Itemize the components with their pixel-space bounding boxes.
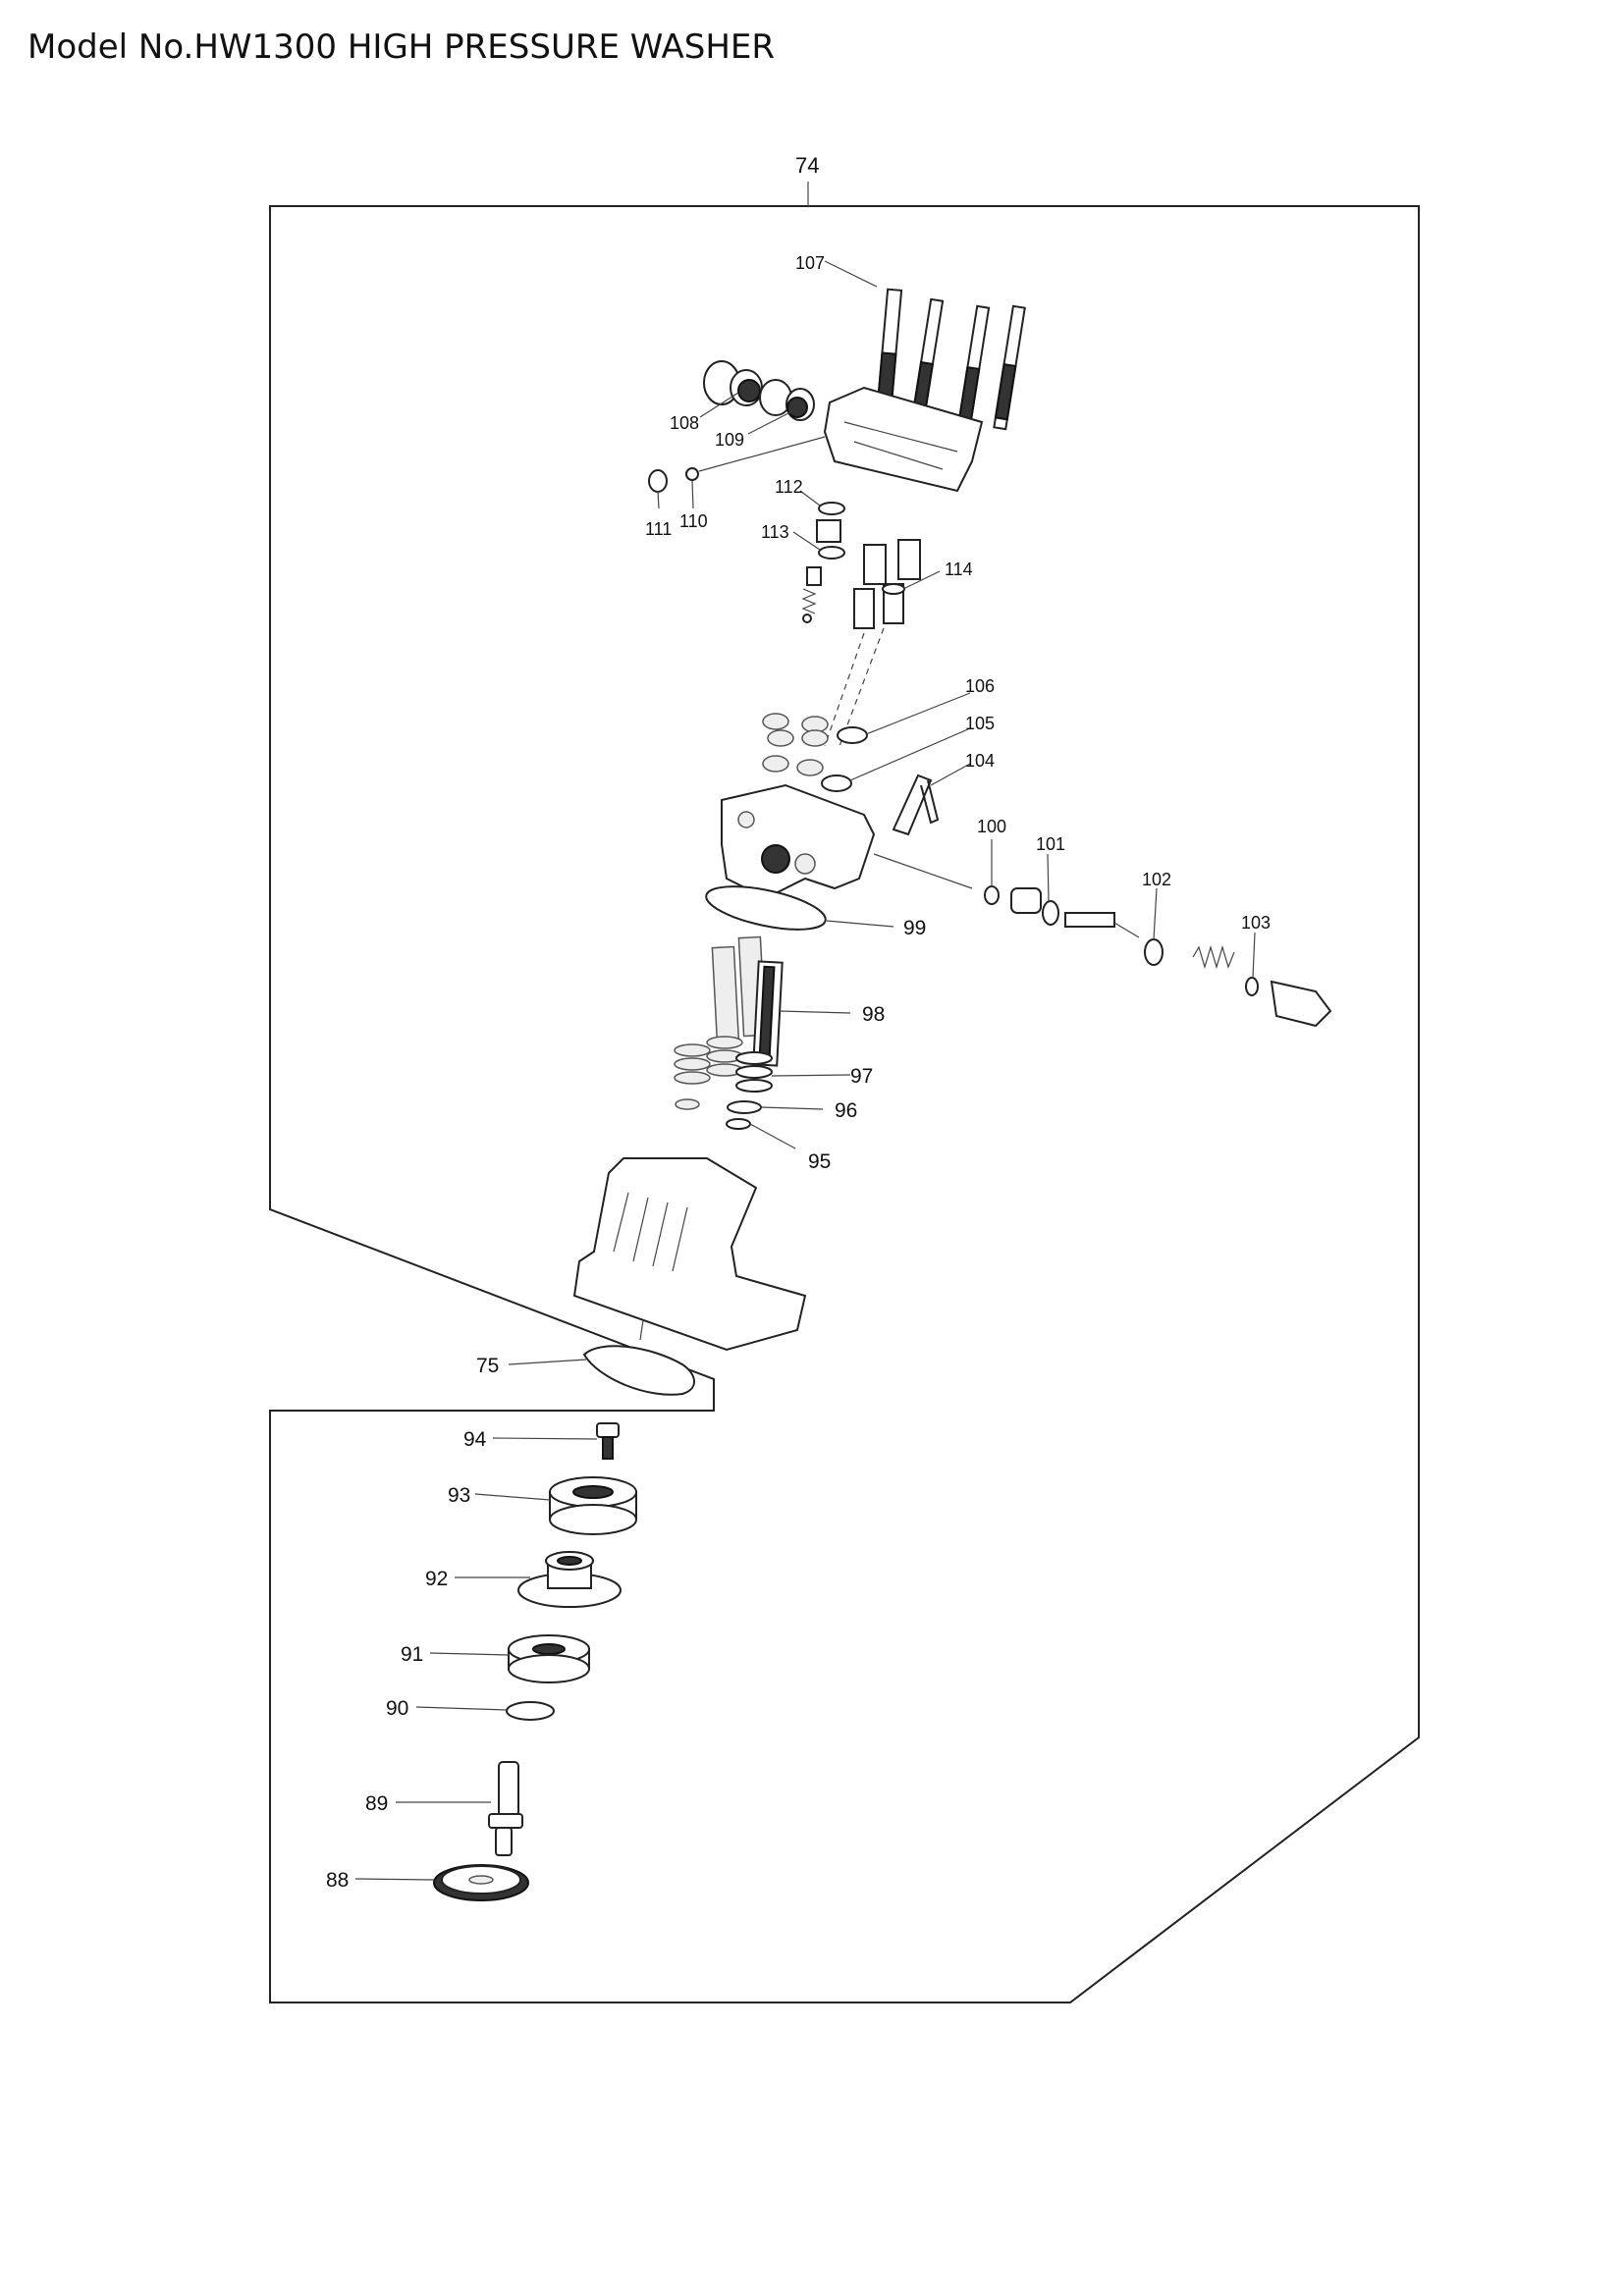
label-107: 107 xyxy=(795,253,825,273)
assembly-74-outline xyxy=(269,205,1420,2003)
seals-105-106 xyxy=(762,713,868,792)
label-103: 103 xyxy=(1241,913,1271,933)
gear-88 xyxy=(433,1864,529,1901)
label-91: 91 xyxy=(401,1643,423,1666)
crankcase xyxy=(572,1157,807,1352)
fittings-108-109 xyxy=(703,360,815,421)
label-95: 95 xyxy=(808,1150,831,1173)
label-104: 104 xyxy=(965,751,995,771)
label-101: 101 xyxy=(1036,834,1065,854)
label-102: 102 xyxy=(1142,870,1171,889)
label-88: 88 xyxy=(326,1869,349,1892)
pump-assembly xyxy=(572,288,1332,1396)
label-111: 111 xyxy=(645,519,672,539)
label-110: 110 xyxy=(679,511,708,531)
part-111 xyxy=(648,469,668,493)
leader-lines xyxy=(354,260,1256,1881)
label-89: 89 xyxy=(365,1792,388,1815)
gasket-75 xyxy=(582,1345,695,1396)
springs-95-97 xyxy=(674,1036,773,1130)
washer-90 xyxy=(506,1701,555,1721)
page-title: Model No.HW1300 HIGH PRESSURE WASHER xyxy=(27,27,776,67)
label-114: 114 xyxy=(945,560,973,579)
label-90: 90 xyxy=(386,1697,408,1720)
label-75: 75 xyxy=(476,1355,499,1377)
valves-114 xyxy=(824,539,921,747)
label-113: 113 xyxy=(761,522,789,542)
label-93: 93 xyxy=(448,1484,470,1507)
label-94: 94 xyxy=(463,1428,487,1451)
label-112: 112 xyxy=(775,477,803,497)
label-97: 97 xyxy=(850,1065,873,1088)
lever-104 xyxy=(892,774,940,836)
bearing-91 xyxy=(508,1634,590,1683)
valve-head-block xyxy=(823,386,984,493)
label-100: 100 xyxy=(977,817,1006,836)
shaft-89 xyxy=(488,1761,523,1856)
label-98: 98 xyxy=(862,1003,885,1026)
label-108: 108 xyxy=(670,413,699,433)
label-106: 106 xyxy=(965,676,995,696)
label-105: 105 xyxy=(965,714,995,733)
drive-assembly xyxy=(433,1422,637,1901)
bearing-93 xyxy=(549,1476,637,1535)
label-96: 96 xyxy=(835,1099,857,1122)
label-109: 109 xyxy=(715,430,744,450)
part-110 xyxy=(685,467,699,481)
unloader-100-103 xyxy=(873,853,1332,1028)
label-74: 74 xyxy=(795,153,819,178)
label-92: 92 xyxy=(425,1568,448,1590)
part-labels: 74 107 108 109 110 111 112 113 114 106 1… xyxy=(326,153,1271,1892)
flange-92 xyxy=(517,1551,622,1608)
o-ring-99 xyxy=(705,885,827,931)
label-99: 99 xyxy=(903,917,926,939)
screw-94 xyxy=(596,1422,620,1460)
check-valve-112-113 xyxy=(801,502,845,623)
pump-housing xyxy=(721,783,876,900)
